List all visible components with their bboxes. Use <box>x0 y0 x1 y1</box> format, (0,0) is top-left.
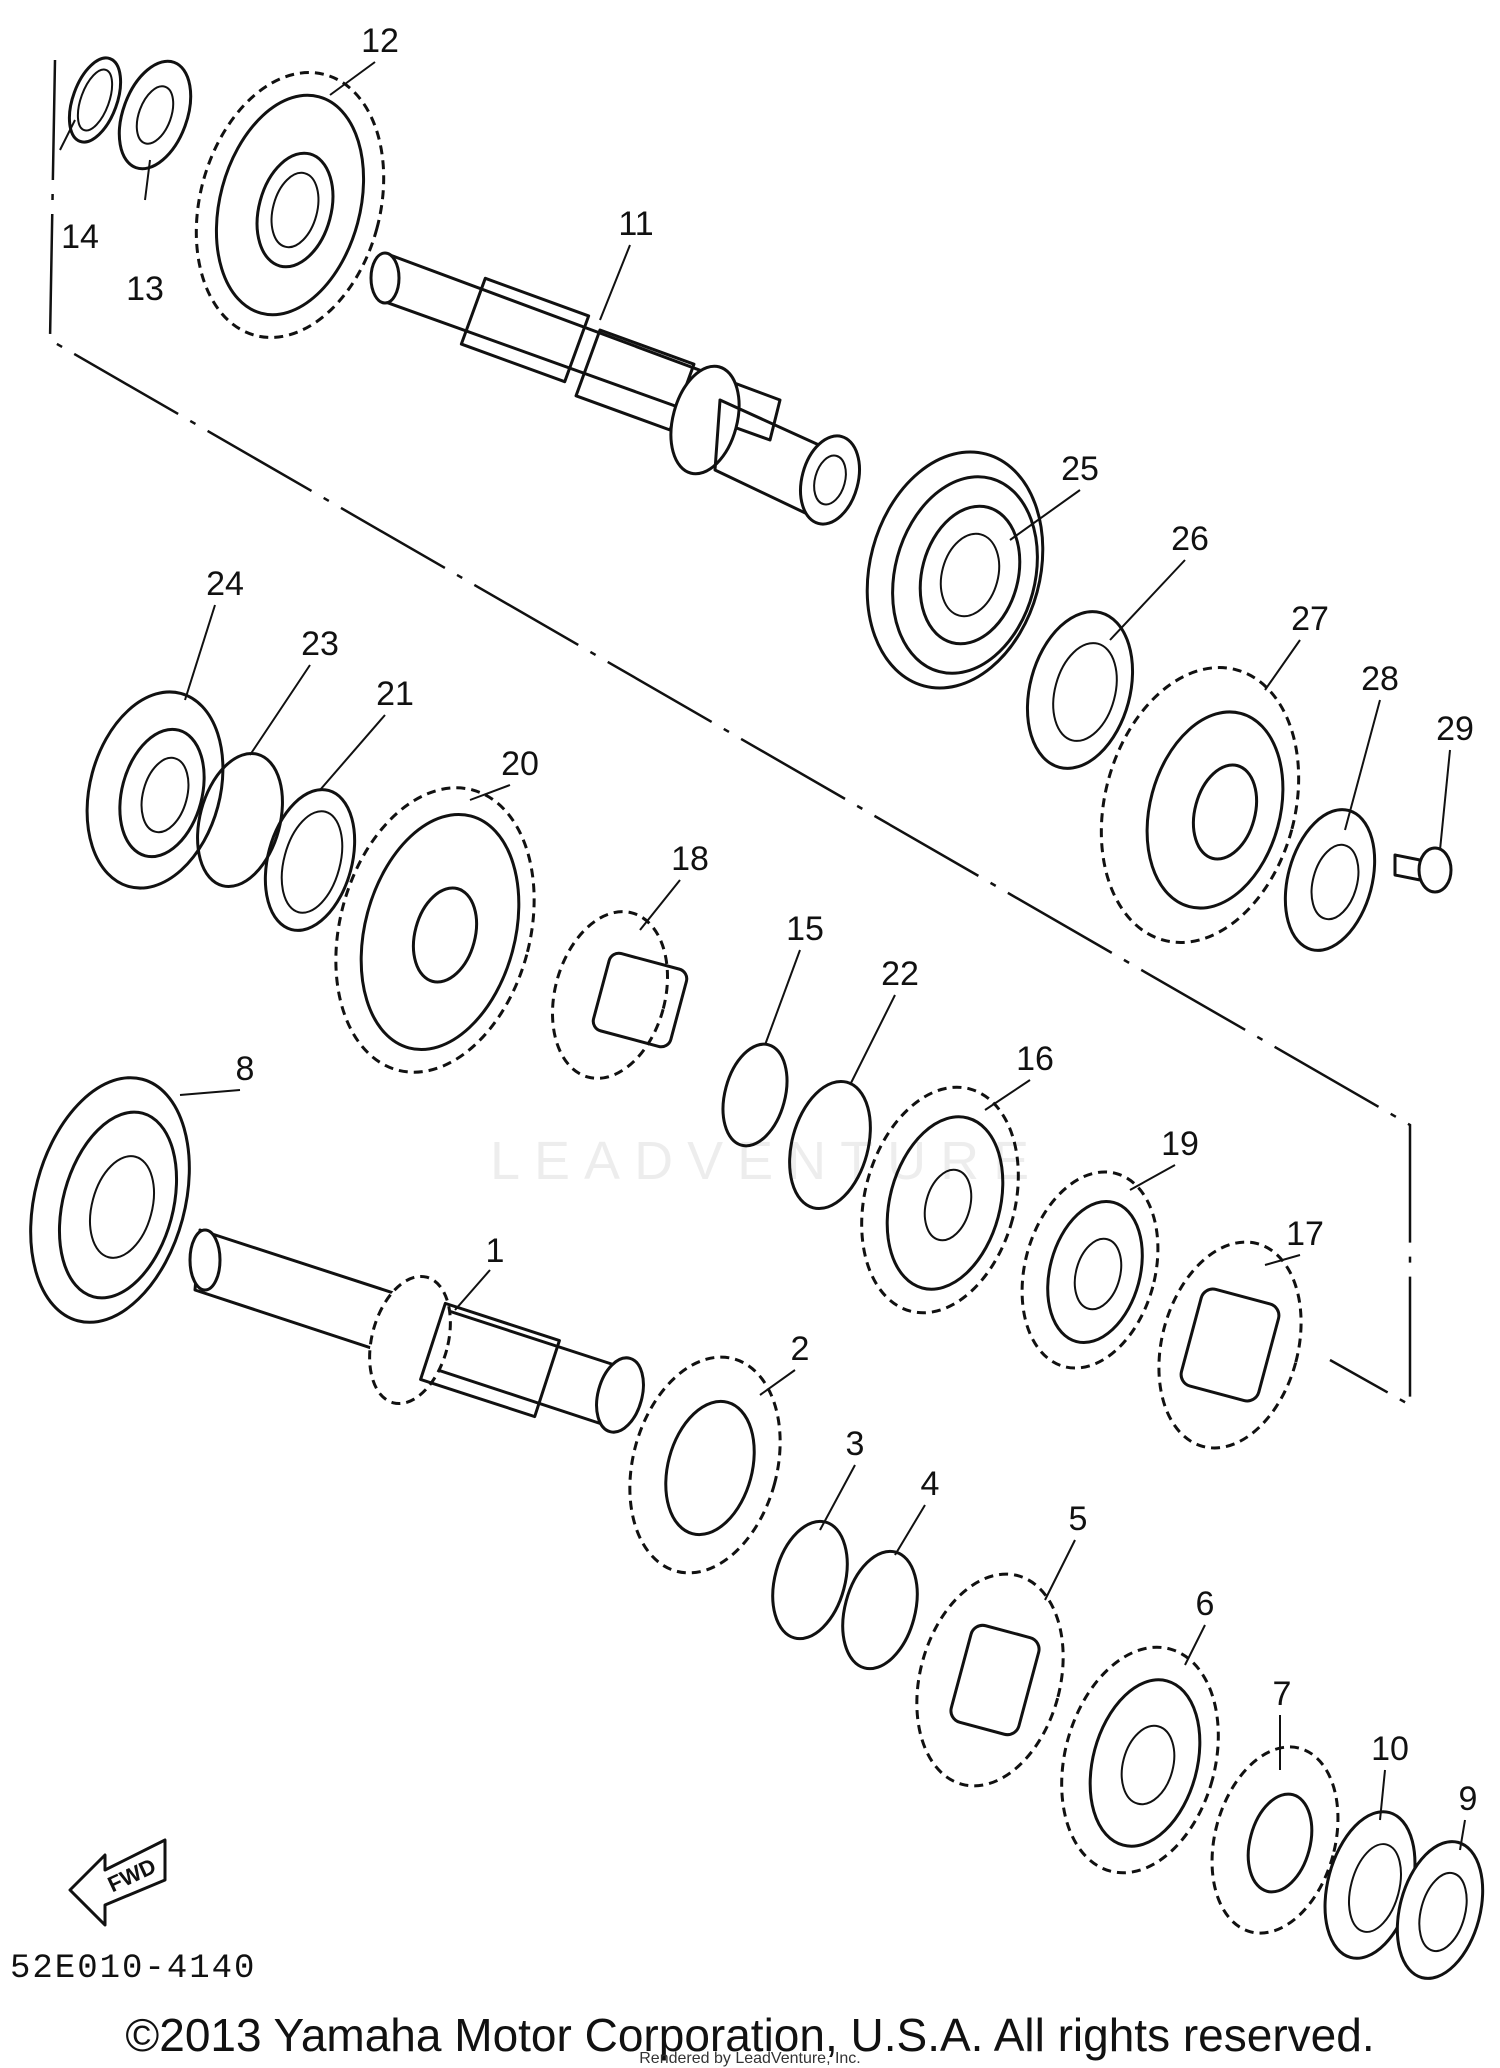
callout-22: 22 <box>881 955 919 993</box>
callout-5: 5 <box>1069 1500 1088 1538</box>
part-20-gear <box>334 786 536 1074</box>
callout-15: 15 <box>786 910 824 948</box>
fwd-arrow-icon: FWD <box>68 1838 167 1927</box>
part-11-main-axle <box>369 251 861 526</box>
part-15-circlip <box>721 1042 789 1148</box>
callout-27: 27 <box>1291 600 1329 638</box>
callout-2: 2 <box>791 1330 810 1368</box>
callout-10: 10 <box>1371 1730 1409 1768</box>
part-17-gear <box>1157 1240 1303 1450</box>
part-4-circlip <box>841 1549 919 1671</box>
part-21-washer <box>263 788 357 932</box>
callout-29: 29 <box>1436 710 1474 748</box>
part-23-circlip <box>196 752 284 888</box>
part-14-circlip <box>67 56 123 144</box>
callout-9: 9 <box>1459 1780 1478 1818</box>
callout-21: 21 <box>376 675 414 713</box>
callout-25: 25 <box>1061 450 1099 488</box>
part-26-oil-seal <box>1025 610 1135 770</box>
part-10-bearing <box>1323 1810 1417 1960</box>
callout-6: 6 <box>1196 1585 1215 1623</box>
callout-17: 17 <box>1286 1215 1324 1253</box>
callout-3: 3 <box>846 1425 865 1463</box>
watermark-text: LEADVENTURE <box>490 1131 1044 1191</box>
callout-8: 8 <box>236 1050 255 1088</box>
callout-18: 18 <box>671 840 709 878</box>
callout-11: 11 <box>618 205 653 243</box>
part-16-gear <box>860 1085 1020 1315</box>
part-29-bolt <box>1393 846 1453 894</box>
part-5-gear <box>915 1572 1065 1788</box>
callout-20: 20 <box>501 745 539 783</box>
part-2-gear <box>628 1355 782 1575</box>
callout-19: 19 <box>1161 1125 1199 1163</box>
part-25-bearing <box>865 450 1045 690</box>
part-19-gear <box>1020 1170 1160 1370</box>
callout-1: 1 <box>486 1232 505 1270</box>
part-13-washer <box>117 59 193 171</box>
part-8-bearing <box>29 1076 191 1324</box>
part-6-gear <box>1060 1645 1220 1875</box>
part-27-drive-sprocket <box>1099 666 1301 944</box>
callout-4: 4 <box>921 1465 940 1503</box>
callout-12: 12 <box>361 22 399 60</box>
callout-labels: 1 2 3 4 5 6 7 8 9 10 11 12 13 14 15 16 1… <box>61 22 1477 1818</box>
callout-23: 23 <box>301 625 339 663</box>
part-3-washer <box>771 1519 849 1641</box>
part-22-washer <box>788 1079 872 1211</box>
callout-24: 24 <box>206 565 244 603</box>
part-12-gear <box>194 71 386 339</box>
rendered-by-notice: Rendered by LeadVenture, Inc. <box>639 2050 861 2067</box>
callout-14: 14 <box>61 218 99 256</box>
callout-13: 13 <box>126 270 164 308</box>
copyright-notice: ©2013 Yamaha Motor Corporation, U.S.A. A… <box>125 2009 1375 2061</box>
callout-7: 7 <box>1273 1675 1292 1713</box>
assembly-boundary <box>48 59 1412 1408</box>
callout-26: 26 <box>1171 520 1209 558</box>
part-7-gear <box>1210 1745 1340 1935</box>
diagram-code: 52E010-4140 <box>10 1950 257 1988</box>
part-24-bearing <box>85 690 225 890</box>
callout-28: 28 <box>1361 660 1399 698</box>
part-18-gear <box>550 910 689 1080</box>
callout-leaders <box>59 61 1466 1851</box>
part-28-lock-washer <box>1283 808 1377 952</box>
part-9-seal <box>1395 1840 1485 1980</box>
callout-16: 16 <box>1016 1040 1054 1078</box>
part-1-drive-axle <box>188 1228 645 1434</box>
fwd-label: FWD <box>104 1853 160 1897</box>
